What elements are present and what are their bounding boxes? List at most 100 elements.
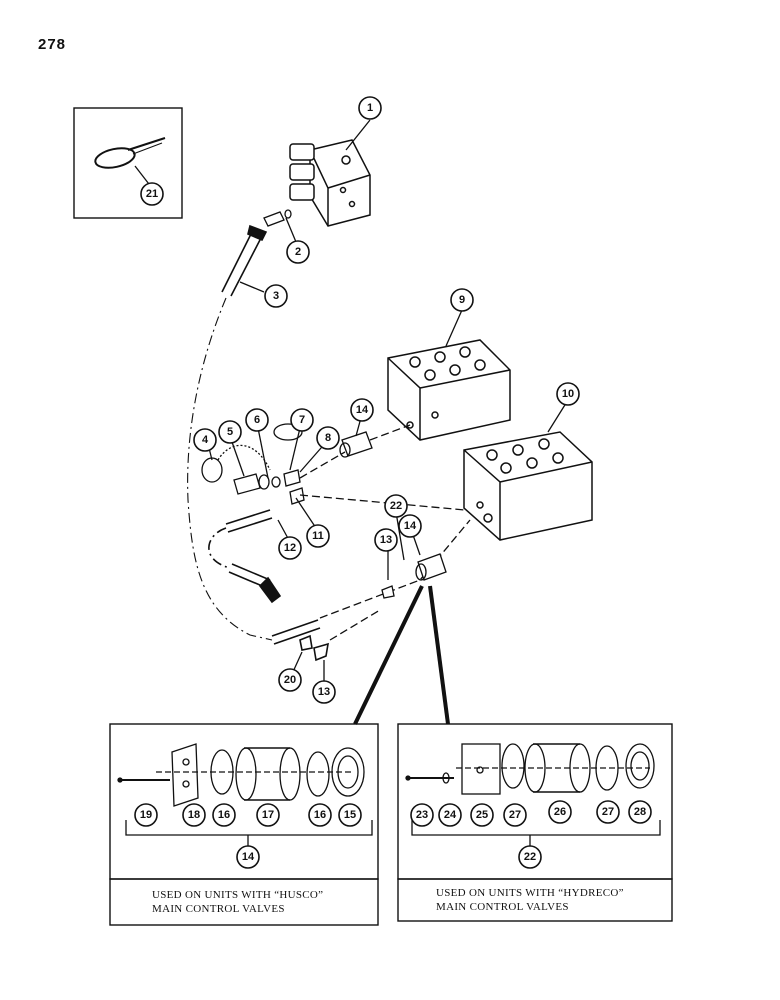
fitting-14-lower-drawing [381, 553, 447, 599]
callout-11: 11 [306, 524, 330, 548]
svg-text:7: 7 [299, 414, 305, 426]
hose-lower-drawing [271, 619, 329, 662]
cable-tie-drawing [94, 137, 166, 169]
hose-route-dashed [187, 297, 273, 641]
hydreco-caption: USED ON UNITS WITH “HYDRECO” MAIN CONTRO… [436, 886, 624, 914]
callout-16-right: 16 [308, 803, 332, 827]
fittings-2-drawing [263, 209, 292, 227]
callout-13-lower: 13 [312, 680, 336, 704]
husco-caption-frame [109, 878, 379, 926]
svg-text:24: 24 [444, 809, 457, 821]
svg-text:14: 14 [242, 851, 255, 863]
callout-20: 20 [278, 668, 302, 692]
callout-18: 18 [182, 803, 206, 827]
callout-14-husco: 14 [236, 845, 260, 869]
callout-28: 28 [628, 800, 652, 824]
control-valve-10-drawing [463, 431, 593, 541]
husco-parts-drawing [117, 743, 373, 846]
callout-27-right: 27 [596, 800, 620, 824]
callout-26: 26 [548, 800, 572, 824]
callout-23: 23 [410, 803, 434, 827]
callout-21: 21 [140, 182, 164, 206]
svg-text:5: 5 [227, 426, 233, 438]
callout-3: 3 [264, 284, 288, 308]
svg-text:21: 21 [146, 188, 158, 200]
coupler-parts-drawing [201, 423, 305, 505]
svg-text:6: 6 [254, 414, 260, 426]
hose-12-drawing [208, 509, 282, 604]
svg-text:15: 15 [344, 809, 356, 821]
leader-to-hydreco [428, 585, 450, 725]
svg-text:9: 9 [459, 294, 465, 306]
husco-caption-line-2: MAIN CONTROL VALVES [152, 903, 285, 915]
svg-text:2: 2 [295, 246, 301, 258]
callout-27-left: 27 [503, 803, 527, 827]
svg-text:25: 25 [476, 809, 488, 821]
callout-24: 24 [438, 803, 462, 827]
hydreco-parts-drawing [405, 743, 661, 846]
husco-caption-line-1: USED ON UNITS WITH “HUSCO” [152, 889, 324, 901]
callout-5: 5 [218, 420, 242, 444]
svg-text:27: 27 [602, 806, 614, 818]
svg-text:26: 26 [554, 806, 566, 818]
callout-14-middle: 14 [398, 514, 422, 538]
hydreco-caption-frame [397, 878, 673, 922]
callout-2: 2 [286, 240, 310, 264]
svg-text:3: 3 [273, 290, 279, 302]
svg-text:27: 27 [509, 809, 521, 821]
callout-25: 25 [470, 803, 494, 827]
svg-text:16: 16 [314, 809, 326, 821]
hydreco-caption-line-1: USED ON UNITS WITH “HYDRECO” [436, 887, 624, 899]
callout-12: 12 [278, 536, 302, 560]
inset-frame [73, 107, 183, 219]
hose-3-drawing [221, 224, 268, 297]
husco-caption: USED ON UNITS WITH “HUSCO” MAIN CONTROL … [152, 888, 323, 916]
callout-7: 7 [290, 408, 314, 432]
callout-22-hydreco: 22 [518, 845, 542, 869]
leader-to-husco [353, 585, 424, 725]
callout-10: 10 [556, 382, 580, 406]
svg-text:4: 4 [202, 434, 209, 446]
dashed-line-b [369, 424, 411, 441]
callout-4: 4 [193, 428, 217, 452]
fitting-14-upper-drawing [339, 431, 373, 458]
callout-19: 19 [134, 803, 158, 827]
callout-6: 6 [245, 408, 269, 432]
svg-text:16: 16 [218, 809, 230, 821]
dashed-line-c [299, 494, 466, 511]
svg-text:14: 14 [404, 520, 417, 532]
hydreco-caption-line-2: MAIN CONTROL VALVES [436, 901, 569, 913]
callout-8: 8 [316, 426, 340, 450]
svg-text:13: 13 [318, 686, 330, 698]
svg-text:23: 23 [416, 809, 428, 821]
svg-text:28: 28 [634, 806, 646, 818]
dashed-line-a [299, 451, 346, 479]
page-number: 278 [38, 36, 67, 53]
svg-text:8: 8 [325, 432, 331, 444]
svg-text:14: 14 [356, 404, 369, 416]
dashed-line-e [329, 609, 381, 641]
svg-text:12: 12 [284, 542, 296, 554]
svg-text:11: 11 [312, 530, 324, 542]
callout-16-left: 16 [212, 803, 236, 827]
control-valve-9-drawing [387, 339, 511, 441]
svg-text:22: 22 [390, 500, 402, 512]
callout-1: 1 [358, 96, 382, 120]
svg-text:1: 1 [367, 102, 373, 114]
callout-9: 9 [450, 288, 474, 312]
svg-text:20: 20 [284, 674, 296, 686]
svg-text:10: 10 [562, 388, 574, 400]
svg-text:22: 22 [524, 851, 536, 863]
svg-text:13: 13 [380, 534, 392, 546]
callout-13-upper: 13 [374, 528, 398, 552]
svg-text:18: 18 [188, 809, 200, 821]
callout-15: 15 [338, 803, 362, 827]
callout-17: 17 [256, 803, 280, 827]
dashed-line-d [319, 519, 471, 619]
svg-text:17: 17 [262, 809, 274, 821]
svg-text:19: 19 [140, 809, 152, 821]
valve-block-drawing [289, 139, 371, 227]
callout-22-upper: 22 [384, 494, 408, 518]
callout-14-upper: 14 [350, 398, 374, 422]
